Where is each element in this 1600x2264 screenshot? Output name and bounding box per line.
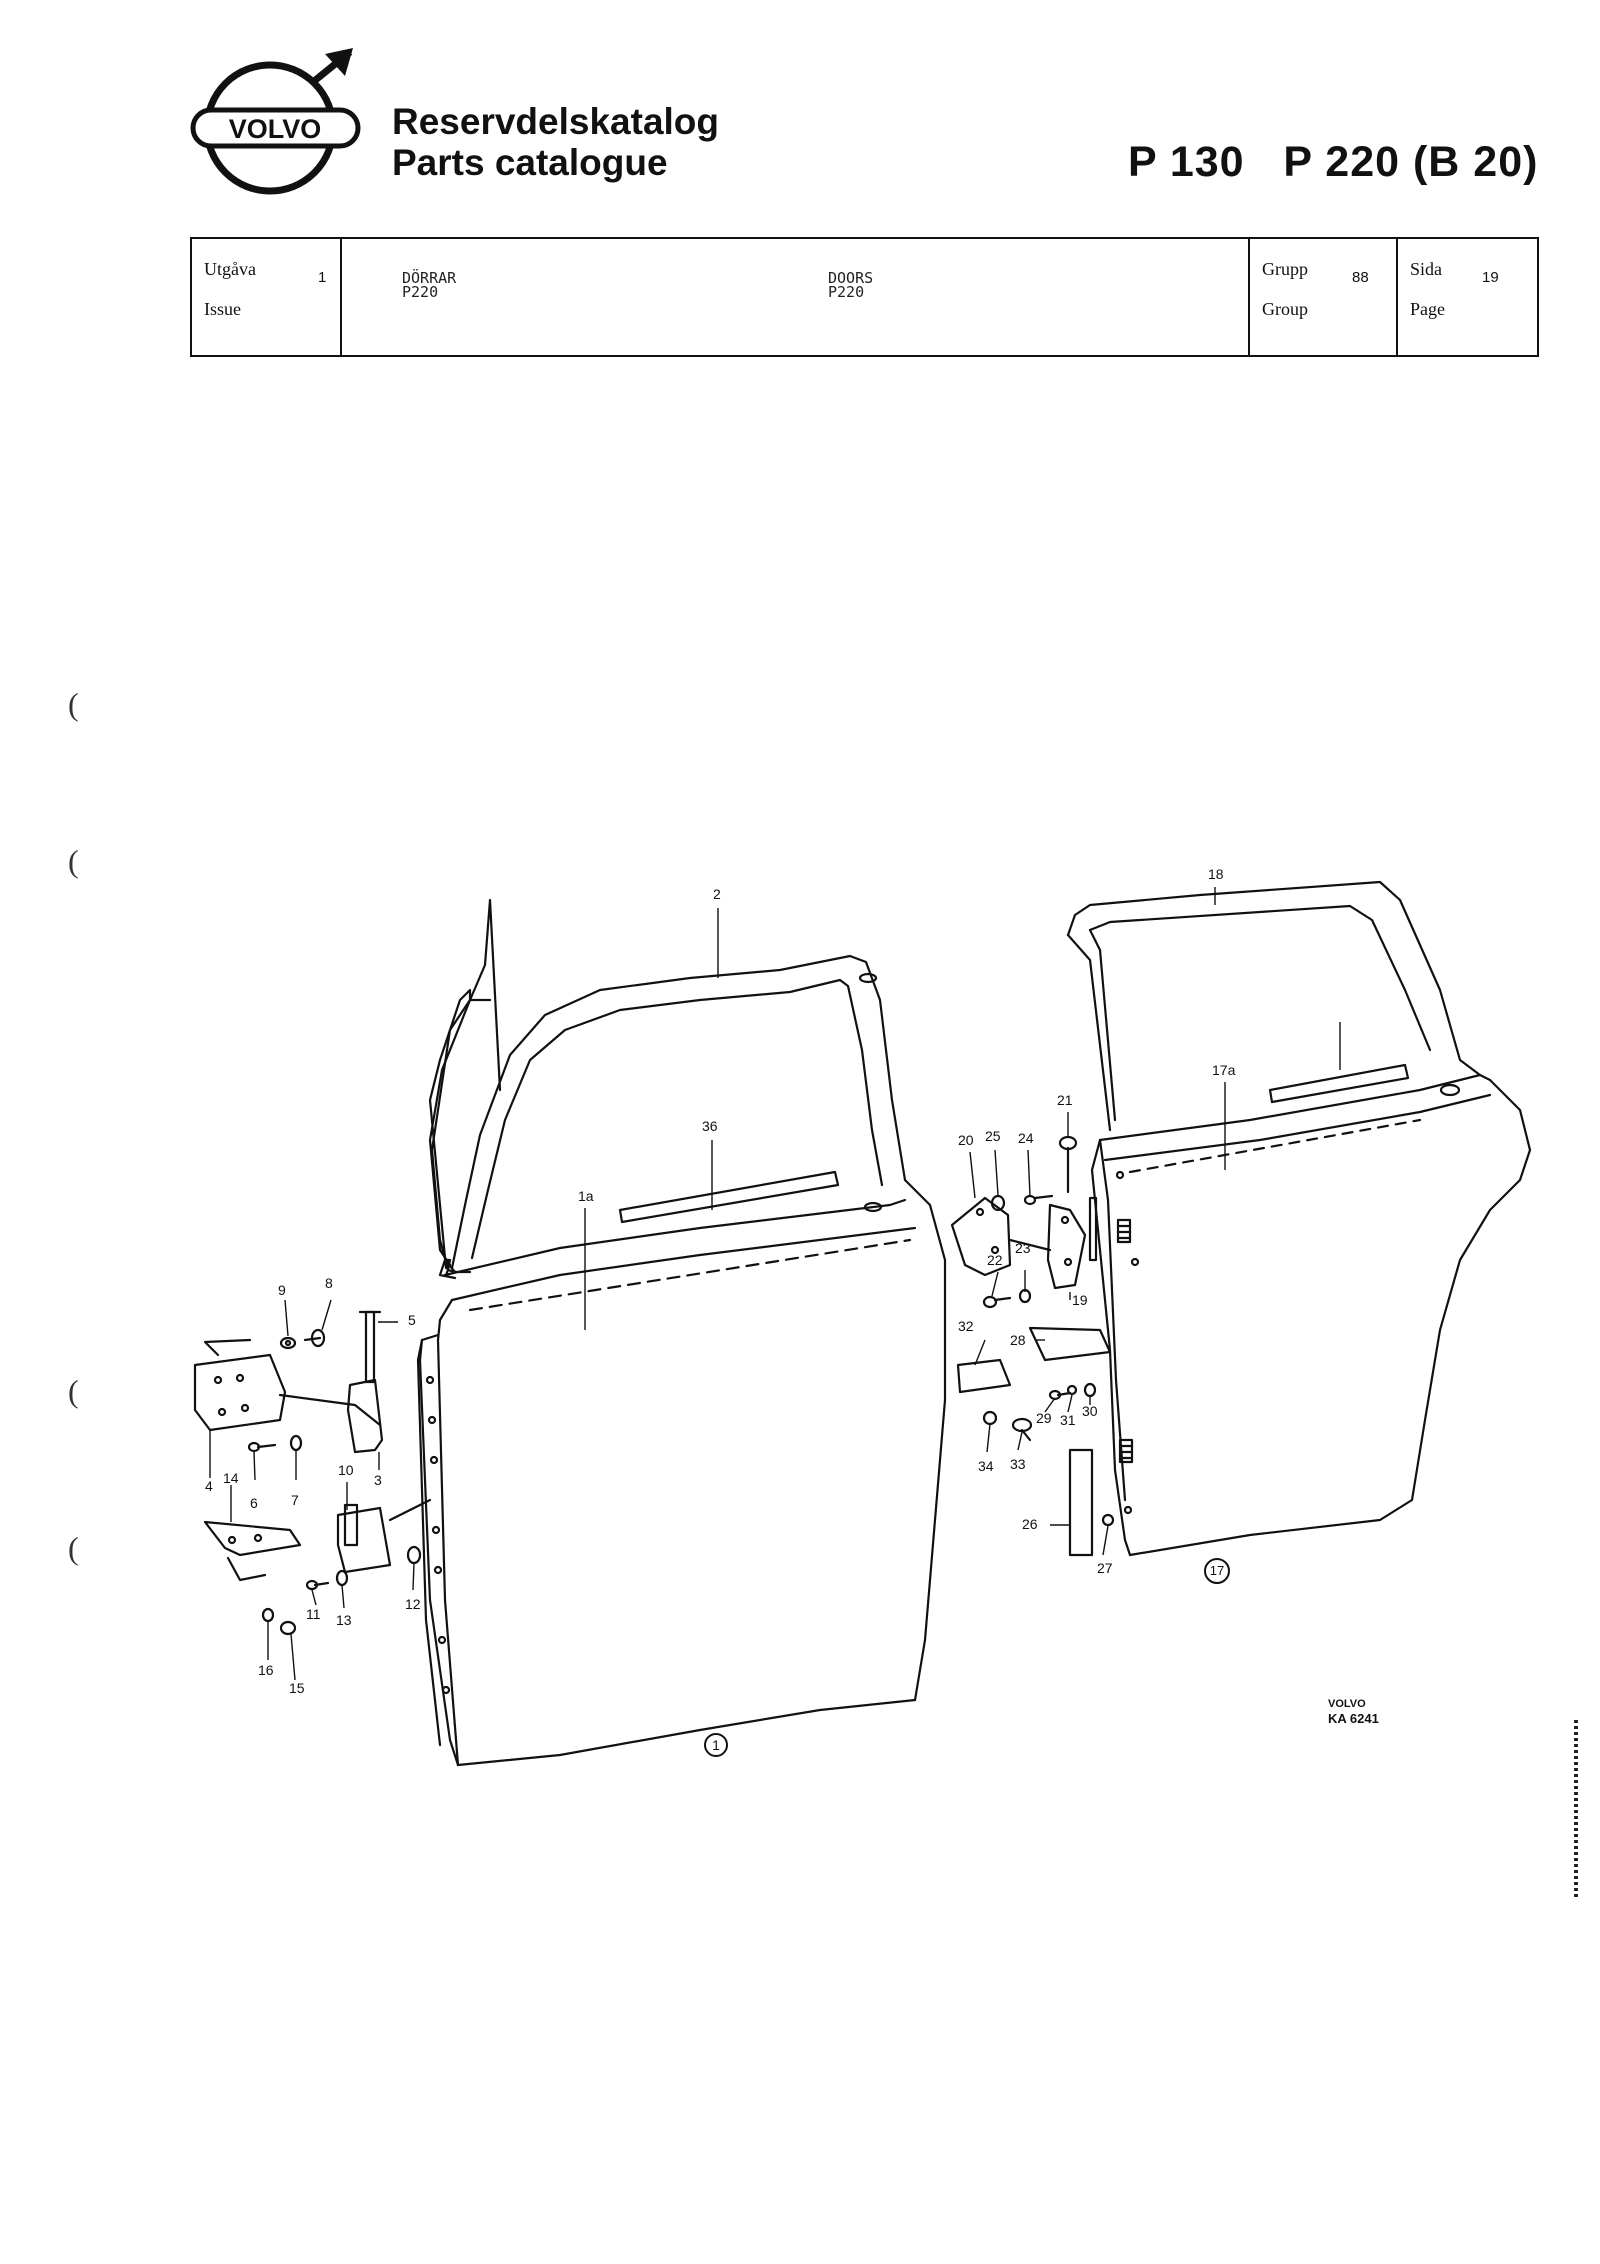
margin-bracket: ( [68,843,79,879]
scan-edge-mark [1574,1720,1578,1900]
front-hinge-lower [203,1498,432,1582]
callout-25: 25 [985,1128,1001,1144]
callout-32: 32 [958,1318,974,1334]
issue-value: 1 [318,269,327,286]
callout-29: 29 [1036,1410,1052,1426]
issue-label-en: Issue [204,299,241,319]
callout-4: 4 [205,1478,213,1494]
table-divider-3 [1396,239,1398,355]
description-en-line2: P220 [828,283,865,301]
callout-21: 21 [1057,1092,1073,1108]
catalog-title-en: Parts catalogue [392,142,668,183]
margin-bracket: ( [68,1373,79,1409]
rear-door-panel [1066,880,1532,1557]
callout-14: 14 [223,1470,239,1486]
front-hinge-upper [193,1310,384,1454]
info-table: Utgåva 1 Issue DÖRRAR P220 DOORS P220 Gr… [190,237,1539,357]
group-value: 88 [1352,269,1369,286]
rear-hinge-upper [950,1196,1098,1290]
callout-26: 26 [1022,1516,1038,1532]
page-label-sv: Sida [1410,259,1443,279]
callout-9: 9 [278,1282,286,1298]
callout-8: 8 [325,1275,333,1291]
front-fasteners [247,1328,422,1636]
assembly-marker-label: 17 [1209,1563,1225,1578]
logo-brand-text: VOLVO [229,114,322,144]
callout-28: 28 [1010,1332,1026,1348]
description-sv-line2: P220 [402,283,439,301]
drawing-ref-brand: VOLVO [1328,1698,1366,1710]
page-value: 19 [1482,269,1499,286]
margin-bracket: ( [68,1530,79,1566]
callout-17a: 17a [1212,1062,1236,1078]
description-en-line1: DOORS [828,269,874,287]
description-sv-line1: DÖRRAR [402,269,457,287]
callout-18: 18 [1208,866,1224,882]
callout-3: 3 [374,1472,382,1488]
group-label-en: Group [1262,299,1308,319]
assembly-marker-rear-door: 17 [1204,1558,1230,1584]
model-designation: P 130 P 220 (B 20) [1128,138,1539,186]
callout-10: 10 [338,1462,354,1478]
callout-33: 33 [1010,1456,1026,1472]
front-door-panel [416,954,947,1767]
callout-12: 12 [405,1596,421,1612]
callout-24: 24 [1018,1130,1034,1146]
callout-23: 23 [1015,1240,1031,1256]
callout-30: 30 [1082,1403,1098,1419]
callout-22: 22 [987,1252,1003,1268]
assembly-marker-label: 1 [712,1737,720,1753]
callout-15: 15 [289,1680,305,1696]
volvo-logo: VOLVO [185,48,385,208]
callout-20: 20 [958,1132,974,1148]
issue-label-sv: Utgåva [204,259,256,279]
rear-hinge-lower [956,1326,1112,1557]
callout-19: 19 [1072,1292,1088,1308]
page-label-en: Page [1410,299,1445,319]
drawing-ref-number: KA 6241 [1328,1711,1379,1726]
callout-31: 31 [1060,1412,1076,1428]
callout-6: 6 [250,1495,258,1511]
assembly-marker-front-door: 1 [704,1733,728,1757]
group-label-sv: Grupp [1262,259,1308,279]
callout-7: 7 [291,1492,299,1508]
callout-5: 5 [408,1312,416,1328]
callout-2: 2 [713,886,721,902]
table-divider-2 [1248,239,1250,355]
margin-bracket: ( [68,686,79,722]
callout-35: 36 [702,1118,718,1134]
callout-34: 34 [978,1458,994,1474]
table-divider-1 [340,239,342,355]
callout-13: 13 [336,1612,352,1628]
callout-1a: 1a [578,1188,594,1204]
catalog-title-sv: Reservdelskatalog [392,101,720,142]
callout-27: 27 [1097,1560,1113,1576]
callout-16: 16 [258,1662,274,1678]
front-door [428,898,502,1280]
callout-11: 11 [306,1606,321,1622]
